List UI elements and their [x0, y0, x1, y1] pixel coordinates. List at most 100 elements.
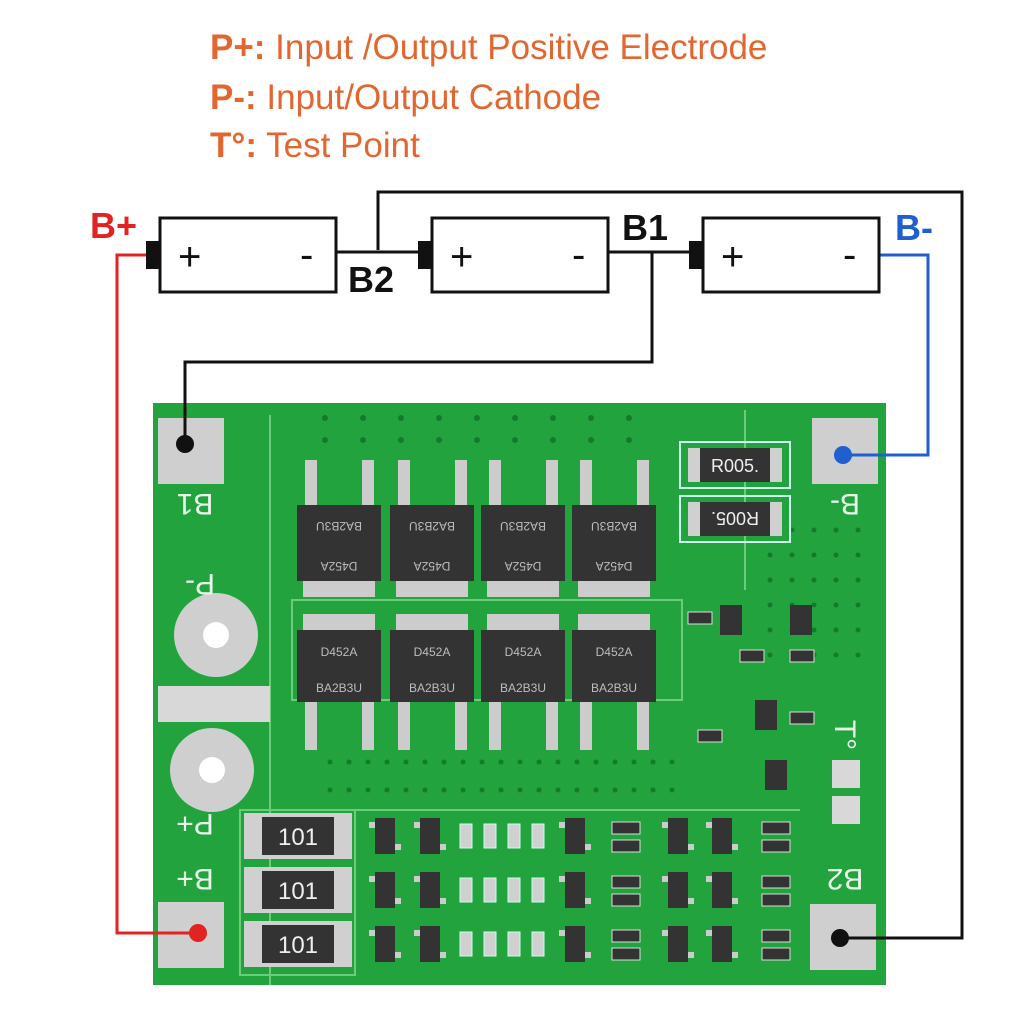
pad-b1 — [158, 418, 224, 484]
svg-text:D452A: D452A — [414, 645, 451, 659]
svg-text:D452A: D452A — [505, 559, 542, 573]
smd-resistor — [611, 875, 641, 889]
smd-resistor — [507, 823, 521, 849]
ic-chip — [662, 818, 694, 854]
silk-p-plus: P+ — [176, 807, 214, 840]
svg-text:D452A: D452A — [505, 645, 542, 659]
minus-sign: - — [572, 233, 585, 277]
wire-b1 — [183, 252, 654, 442]
smd-resistor — [459, 823, 473, 849]
shunt-resistor: R005. — [679, 495, 791, 543]
test-point-pad — [832, 796, 860, 824]
transistor — [755, 700, 777, 730]
svg-text:BA2B3U: BA2B3U — [409, 519, 455, 533]
silk-test-point: T° — [828, 720, 861, 750]
minus-sign: - — [843, 233, 856, 277]
silk-b1: B1 — [177, 487, 214, 520]
smd-resistor — [761, 929, 791, 943]
battery-terminal — [146, 241, 160, 269]
ic-chip — [559, 872, 591, 908]
smd-resistor — [483, 931, 497, 957]
svg-text:BA2B3U: BA2B3U — [500, 681, 546, 695]
label-b2: B2 — [348, 259, 394, 300]
smd-resistor — [459, 877, 473, 903]
smd-resistor — [739, 649, 765, 663]
smd-resistor — [789, 649, 815, 663]
mosfet: D452A BA2B3U — [481, 614, 565, 750]
dot-b1 — [176, 435, 194, 453]
mosfet: D452A BA2B3U — [297, 614, 381, 750]
ic-chip — [414, 872, 446, 908]
transistor — [720, 605, 742, 635]
legend-p-minus: P-: Input/Output Cathode — [210, 78, 602, 117]
ic-chip — [559, 818, 591, 854]
smd-resistor — [697, 729, 723, 743]
minus-sign: - — [300, 233, 313, 277]
ic-chip — [706, 818, 738, 854]
wire-b2 — [376, 190, 964, 940]
svg-text:BA2B3U: BA2B3U — [591, 681, 637, 695]
svg-text:BA2B3U: BA2B3U — [500, 519, 546, 533]
mosfet: BA2B3U D452A — [481, 460, 565, 597]
svg-text:BA2B3U: BA2B3U — [591, 519, 637, 533]
smd-resistor — [761, 893, 791, 907]
wire-b-minus — [843, 253, 930, 457]
smd-resistor — [611, 929, 641, 943]
label-b-plus: B+ — [90, 205, 137, 246]
ic-chip — [559, 926, 591, 962]
svg-text:101: 101 — [278, 824, 318, 851]
silk-b-minus: B- — [830, 487, 860, 520]
svg-text:R005.: R005. — [711, 508, 759, 528]
ic-chip — [706, 872, 738, 908]
plus-sign: + — [450, 235, 473, 279]
mosfet: BA2B3U D452A — [390, 460, 474, 597]
smd-resistor — [507, 877, 521, 903]
smd-resistor — [611, 947, 641, 961]
smd-resistor — [531, 823, 545, 849]
smd-resistor — [531, 931, 545, 957]
svg-text:101: 101 — [278, 932, 318, 959]
svg-text:D452A: D452A — [321, 559, 358, 573]
smd-resistor — [531, 877, 545, 903]
ic-chip — [706, 926, 738, 962]
ic-chip — [414, 818, 446, 854]
smd-resistor — [687, 611, 713, 625]
ic-chip — [414, 926, 446, 962]
smd-resistor — [507, 931, 521, 957]
wire-b-plus — [115, 253, 198, 935]
smd-resistor — [459, 931, 473, 957]
mosfet: D452A BA2B3U — [390, 614, 474, 750]
smd-resistor — [761, 821, 791, 835]
smd-resistor — [761, 839, 791, 853]
ic-chip — [662, 926, 694, 962]
legend-p-plus: P+: Input /Output Positive Electrode — [210, 28, 768, 67]
svg-text:D452A: D452A — [596, 559, 633, 573]
mosfet: BA2B3U D452A — [572, 460, 656, 597]
silk-b-plus: B+ — [176, 862, 214, 895]
balance-resistor: 101 — [244, 921, 352, 967]
balance-resistor: 101 — [244, 813, 352, 859]
balance-resistor: 101 — [244, 867, 352, 913]
transistor — [765, 760, 787, 790]
ic-chip — [369, 818, 401, 854]
shunt-resistor: R005. — [679, 441, 791, 489]
svg-text:BA2B3U: BA2B3U — [316, 681, 362, 695]
silk-p-minus: P- — [185, 567, 215, 600]
label-b-minus: B- — [895, 207, 933, 248]
ic-chip — [662, 872, 694, 908]
battery-terminal — [418, 241, 432, 269]
dot-b-plus — [189, 924, 207, 942]
smd-resistor — [483, 823, 497, 849]
svg-text:BA2B3U: BA2B3U — [409, 681, 455, 695]
dot-b2 — [831, 929, 849, 947]
svg-text:D452A: D452A — [414, 559, 451, 573]
transistor — [790, 605, 812, 635]
ic-chip — [369, 926, 401, 962]
battery-terminal — [689, 241, 703, 269]
plus-sign: + — [178, 235, 201, 279]
svg-text:D452A: D452A — [321, 645, 358, 659]
label-b1: B1 — [622, 207, 668, 248]
